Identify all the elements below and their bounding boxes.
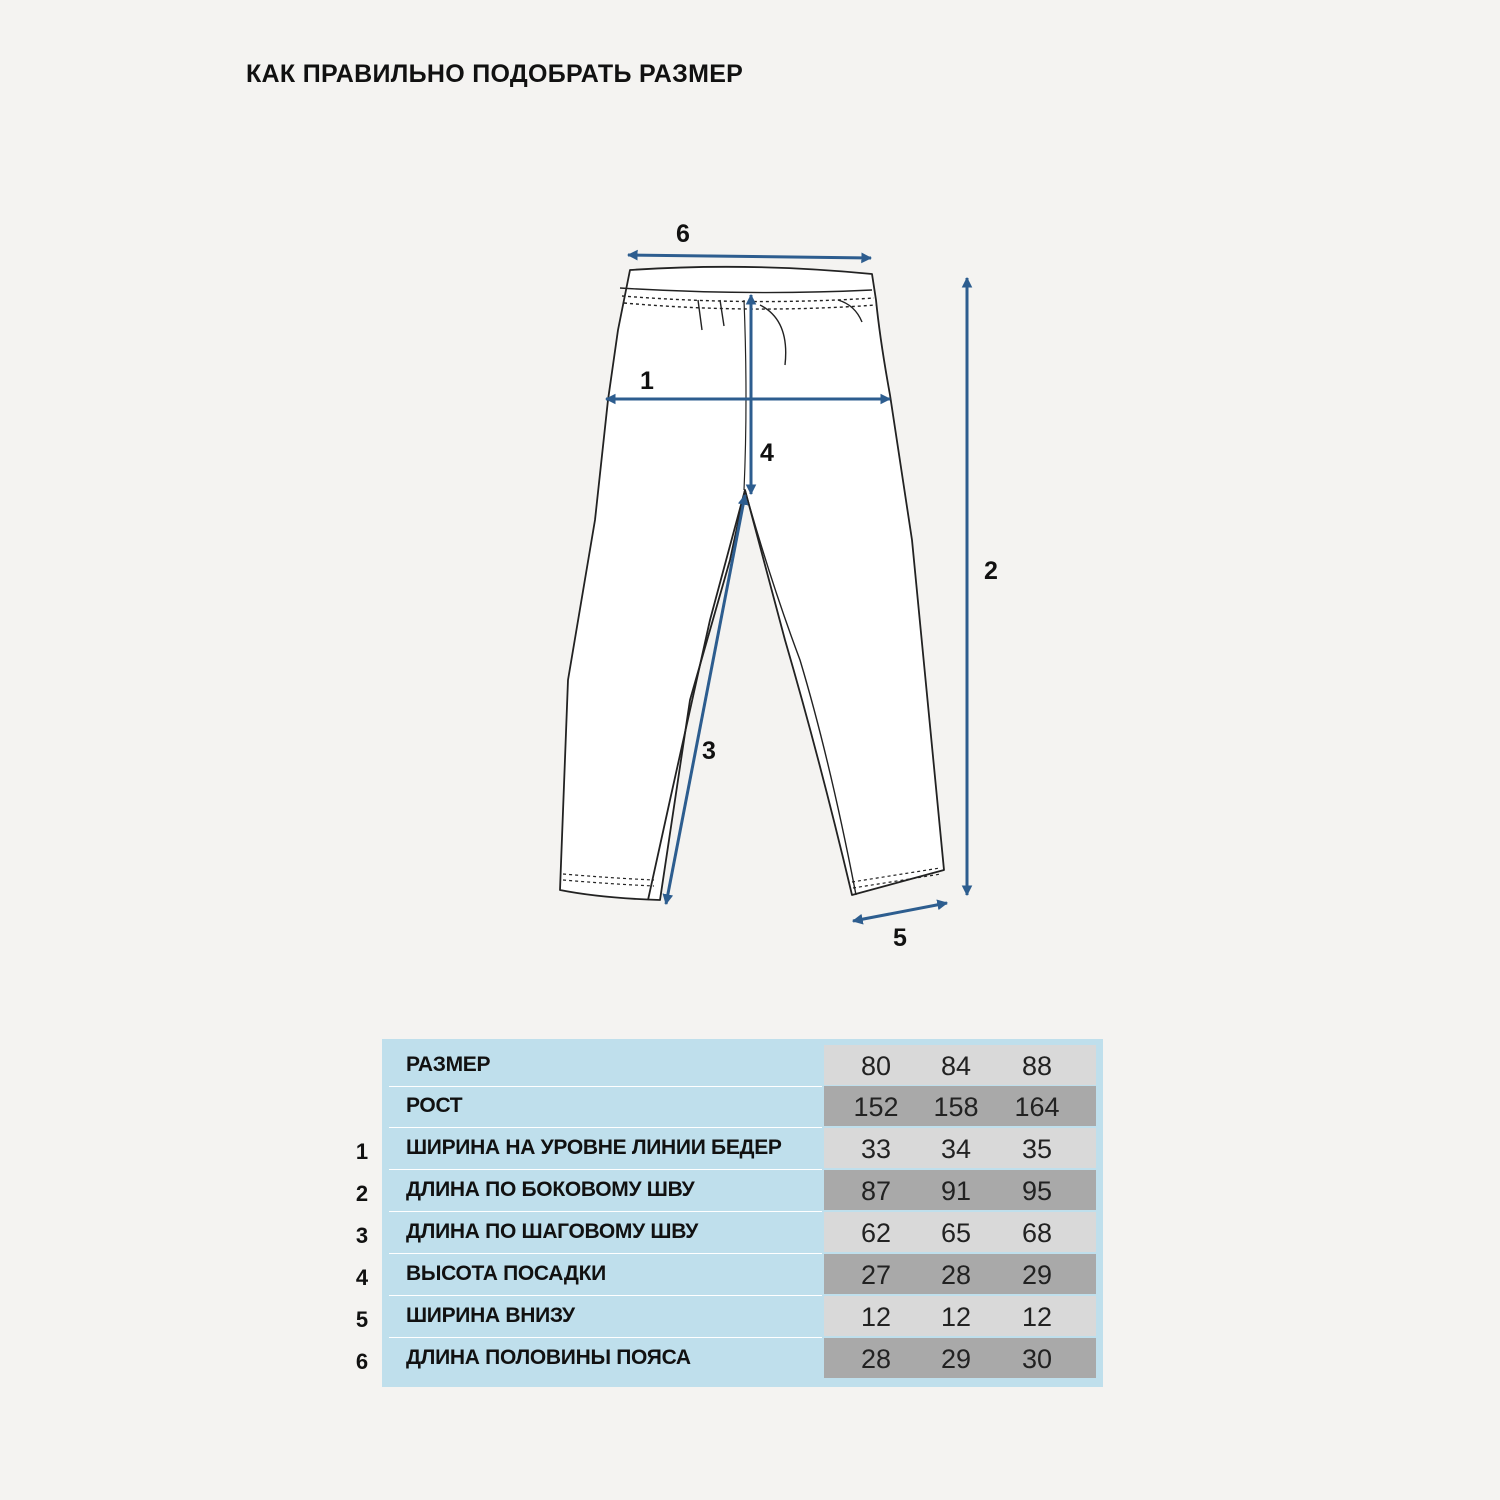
cell-value: 30 [1021,1344,1053,1374]
row-values: 152 158 164 [824,1086,1096,1126]
label-1: 1 [640,367,654,395]
cell-value: 12 [1021,1302,1053,1332]
row-values: 87 91 95 [824,1170,1096,1210]
arrow-5-hem-width [851,899,949,925]
row-label: РОСТ [406,1094,463,1117]
table-row: 5 ШИРИНА ВНИЗУ 12 12 12 [356,1295,1103,1338]
cell-value: 68 [1021,1218,1053,1248]
row-number: 5 [355,1307,369,1332]
row-values: 33 34 35 [824,1128,1096,1168]
cell-value: 65 [940,1218,972,1248]
measurement-arrows [604,249,973,925]
cell-value: 29 [1021,1260,1053,1290]
row-number: 1 [355,1139,369,1164]
cell-value: 27 [860,1260,892,1290]
cell-value: 91 [940,1176,972,1206]
row-label: ДЛИНА ПО БОКОВОМУ ШВУ [406,1178,695,1201]
row-divider [389,1253,822,1254]
row-divider [389,1127,822,1128]
label-5: 5 [893,924,907,952]
table-row: РАЗМЕР 80 84 88 [382,1044,1103,1087]
cell-value: 35 [1021,1134,1053,1164]
row-divider [389,1169,822,1170]
row-values: 80 84 88 [824,1045,1096,1085]
cell-value: 95 [1021,1176,1053,1206]
row-values: 12 12 12 [824,1296,1096,1336]
hem-stitches [562,867,942,889]
cell-value: 62 [860,1218,892,1248]
row-divider [389,1337,822,1338]
row-number: 3 [355,1223,369,1248]
row-values: 28 29 30 [824,1338,1096,1378]
label-3: 3 [702,737,716,765]
table-row: 2 ДЛИНА ПО БОКОВОМУ ШВУ 87 91 95 [356,1169,1103,1212]
cell-value: 84 [940,1051,972,1081]
cell-value: 152 [853,1092,899,1122]
cell-value: 28 [860,1344,892,1374]
cell-value: 29 [940,1344,972,1374]
row-number: 4 [355,1265,369,1290]
row-divider [389,1295,822,1296]
label-4: 4 [760,439,774,467]
arrow-6-waist-half [626,249,873,264]
row-label: ДЛИНА ПО ШАГОВОМУ ШВУ [406,1220,699,1243]
cell-value: 158 [933,1092,979,1122]
cell-value: 80 [860,1051,892,1081]
cell-value: 88 [1021,1051,1053,1081]
row-values: 62 65 68 [824,1212,1096,1252]
cell-value: 164 [1014,1092,1060,1122]
arrow-3-inseam [662,493,749,906]
table-row: РОСТ 152 158 164 [382,1085,1103,1128]
cell-value: 87 [860,1176,892,1206]
row-divider [389,1086,822,1087]
cell-value: 33 [860,1134,892,1164]
row-values: 27 28 29 [824,1254,1096,1294]
table-row: 4 ВЫСОТА ПОСАДКИ 27 28 29 [356,1253,1103,1296]
row-divider [389,1211,822,1212]
cell-value: 28 [940,1260,972,1290]
table-row: 3 ДЛИНА ПО ШАГОВОМУ ШВУ 62 65 68 [356,1211,1103,1254]
cell-value: 12 [860,1302,892,1332]
cell-value: 34 [940,1134,972,1164]
page-title: КАК ПРАВИЛЬНО ПОДОБРАТЬ РАЗМЕР [246,60,744,88]
label-6: 6 [676,220,690,248]
label-2: 2 [984,557,998,585]
size-table: РАЗМЕР 80 84 88 РОСТ 152 158 164 1 ШИРИН… [356,1039,1103,1387]
row-label: ВЫСОТА ПОСАДКИ [406,1262,606,1285]
pants-measurement-diagram: 6 1 4 2 3 5 [559,220,998,952]
table-row: 1 ШИРИНА НА УРОВНЕ ЛИНИИ БЕДЕР 33 34 35 [356,1127,1103,1170]
row-number: 6 [355,1349,369,1374]
row-label: ШИРИНА НА УРОВНЕ ЛИНИИ БЕДЕР [406,1136,782,1159]
row-label: РАЗМЕР [406,1053,491,1076]
cell-value: 12 [940,1302,972,1332]
row-label: ДЛИНА ПОЛОВИНЫ ПОЯСА [406,1346,691,1369]
table-row: 6 ДЛИНА ПОЛОВИНЫ ПОЯСА 28 29 30 [356,1337,1103,1379]
row-label: ШИРИНА ВНИЗУ [406,1304,575,1327]
row-number: 2 [355,1181,369,1206]
